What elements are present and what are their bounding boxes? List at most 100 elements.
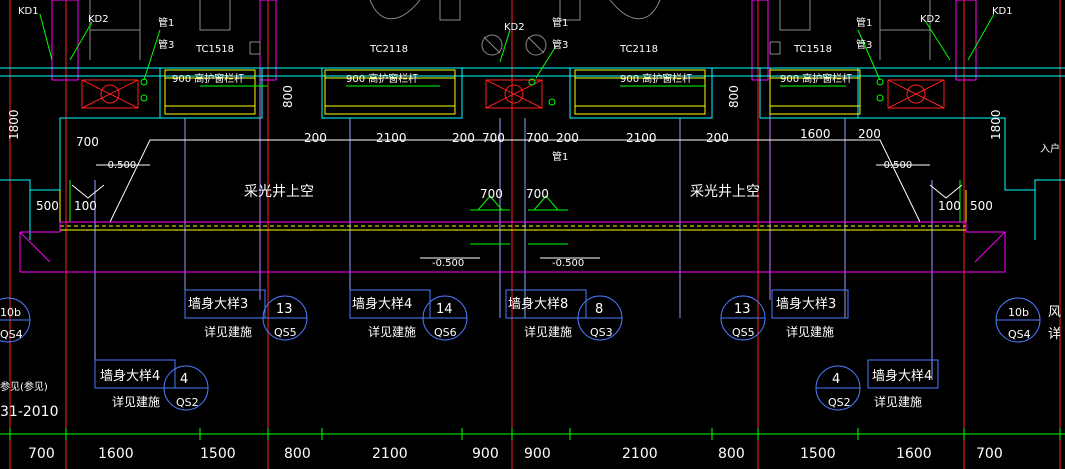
note-label: 参见(参见) (0, 380, 48, 393)
dim-text: 100 (74, 199, 97, 213)
callout-num: 4 (180, 372, 188, 387)
bottom-dim-text: 1600 (98, 446, 134, 462)
railing-label: 900 高护窗栏杆 (346, 72, 418, 85)
railing-label: 900 高护窗栏杆 (620, 72, 692, 85)
bottom-dim-text: 1600 (896, 446, 932, 462)
callout-sub: 详见建施 (786, 324, 834, 339)
dim-text: 1800 (7, 109, 21, 140)
dim-text: 500 (36, 199, 59, 213)
railing-label: 900 高护窗栏杆 (172, 72, 244, 85)
callout-num: 14 (436, 302, 453, 317)
entry-label: 入户 (1040, 142, 1060, 155)
bottom-dim-text: 900 (524, 446, 551, 462)
edge-circle-num: 10b (1008, 306, 1029, 319)
dim-text: 2100 (376, 131, 407, 145)
pipe-label: 管3 (856, 38, 872, 51)
wall-lines (0, 67, 1065, 380)
pipe-label: 管1 (552, 16, 568, 29)
callout-sub: 详见建施 (112, 394, 160, 409)
slab-outline (19, 221, 1006, 273)
kd2-right-label: KD2 (920, 14, 941, 25)
bottom-dim-text: 1500 (200, 446, 236, 462)
pipe-label: 管3 (158, 38, 174, 51)
dim-text: 100 (938, 199, 961, 213)
callout-title: 墙身大样4 (352, 296, 412, 312)
bottom-dim-text: 900 (472, 446, 499, 462)
light-well-label: 采光井上空 (244, 184, 314, 200)
edge-circle-num: 10b (0, 306, 21, 319)
bottom-dim-text: 700 (976, 446, 1003, 462)
elevation-label: -0.500 (432, 258, 464, 269)
pipe-label: 管1 (856, 16, 872, 29)
annotation-labels: KD1 KD2 KD2 KD2 KD1 管1 管3 管1 管3 管1 管3 管1… (0, 6, 1060, 420)
dim-text: 800 (281, 85, 295, 108)
callout-title: 墙身大样8 (508, 296, 568, 312)
pipe-label: 管3 (552, 38, 568, 51)
callout-num: 4 (832, 372, 840, 387)
edge-circle-sheet: QS4 (0, 328, 23, 341)
dim-text: 200 (706, 131, 729, 145)
dim-text: 500 (970, 199, 993, 213)
callouts: 墙身大样3 详见建施 13 QS5 墙身大样4 详见建施 14 QS6 墙身大样… (0, 296, 1061, 409)
callout-sub: 详见建施 (874, 394, 922, 409)
callout-sheet: QS5 (732, 326, 755, 339)
callout-sheet: QS6 (434, 326, 457, 339)
callout-num: 13 (276, 302, 293, 317)
kd1-left-label: KD1 (18, 6, 39, 17)
dim-text: 700 (76, 135, 99, 149)
kd1-right-label: KD1 (992, 6, 1013, 17)
callout-circles (0, 295, 1041, 411)
dim-text: 200 (304, 131, 327, 145)
callout-sheet: QS2 (176, 396, 199, 409)
window-tag: TC2118 (369, 44, 408, 55)
bottom-dim-text: 1500 (800, 446, 836, 462)
bottom-dimensions: 700 1600 1500 800 2100 900 900 2100 800 … (28, 446, 1003, 462)
elevation-label: -0.500 (552, 258, 584, 269)
callout-num: 8 (595, 302, 603, 317)
window-tag: TC1518 (793, 44, 832, 55)
note-label: 31-2010 (0, 404, 59, 420)
callout-sub: 详见建施 (368, 324, 416, 339)
elevation-label: -0.500 (104, 160, 136, 171)
callout-sub: 详见建施 (204, 324, 252, 339)
bottom-dim-line (0, 428, 1065, 440)
bottom-dim-text: 800 (284, 446, 311, 462)
bottom-dim-text: 2100 (372, 446, 408, 462)
dim-text: 200 (452, 131, 475, 145)
dim-text: 1600 (800, 127, 831, 141)
inner-dimensions: 1800 1800 800 800 700 200 2100 200 700 7… (7, 85, 1003, 213)
light-well-label: 采光井上空 (690, 184, 760, 200)
dim-text: 700 (480, 187, 503, 201)
edge-circle-sheet: QS4 (1008, 328, 1031, 341)
callout-title: 墙身大样4 (872, 368, 932, 384)
window-tag: TC2118 (619, 44, 658, 55)
dim-text: 700 (526, 131, 549, 145)
dim-text: 700 (482, 131, 505, 145)
leader-lines (71, 139, 963, 259)
pipe-label: 管1 (552, 150, 568, 163)
callout-sub: 详见建施 (524, 324, 572, 339)
dim-text: 200 (858, 127, 881, 141)
dim-text: 700 (526, 187, 549, 201)
railing-label: 900 高护窗栏杆 (780, 72, 852, 85)
dim-text: 800 (727, 85, 741, 108)
callout-sheet: QS5 (274, 326, 297, 339)
dim-text: 1800 (989, 109, 1003, 140)
elevation-label: -0.500 (880, 160, 912, 171)
bottom-dim-text: 700 (28, 446, 55, 462)
callout-title: 墙身大样3 (776, 296, 836, 312)
callout-sheet: QS3 (590, 326, 613, 339)
upper-structure (51, 0, 977, 81)
dim-text: 2100 (626, 131, 657, 145)
callout-num: 13 (734, 302, 751, 317)
pipe-markers (39, 13, 995, 245)
pipe-label: 管1 (158, 16, 174, 29)
edge-side-text: 风 (1048, 305, 1061, 320)
kd2-center-label: KD2 (504, 22, 525, 33)
dim-text: 200 (556, 131, 579, 145)
kd2-left-label: KD2 (88, 14, 109, 25)
callout-sheet: QS2 (828, 396, 851, 409)
axis-lines (9, 0, 1061, 469)
bottom-dim-text: 800 (718, 446, 745, 462)
